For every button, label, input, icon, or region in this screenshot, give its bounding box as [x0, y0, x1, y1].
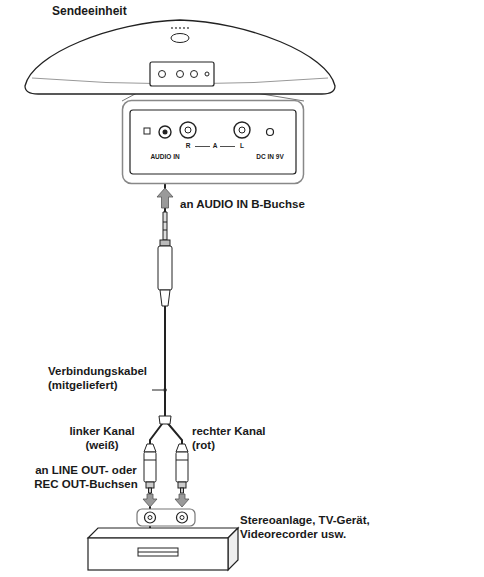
rca-jack: [234, 122, 250, 138]
rca-jack: [180, 122, 196, 138]
grille-dot: [179, 27, 181, 29]
jack-group-label: A: [210, 142, 220, 150]
device-front: [88, 538, 228, 570]
channel-label: L: [237, 142, 247, 150]
top-button: [171, 34, 189, 43]
dome-housing: [25, 20, 335, 94]
rca-relief: [144, 444, 156, 452]
rca-pin: [149, 488, 152, 493]
grille-dot: [175, 27, 177, 29]
panel-face: [130, 110, 296, 174]
insert-arrow: [175, 494, 189, 507]
connection-note: an AUDIO IN B-Buchse: [180, 197, 330, 211]
grille-dot: [187, 27, 189, 29]
plug-ring: [163, 222, 167, 223]
device-caption: Stereoanlage, TV-Gerät, Videorecorder us…: [240, 514, 372, 542]
insert-arrow: [157, 188, 173, 208]
device-slot: [138, 548, 178, 556]
rca-jack: [177, 512, 188, 523]
strain-relief: [160, 290, 170, 306]
rear-panel: [150, 62, 214, 86]
grille-dot: [183, 27, 185, 29]
insert-arrow: [143, 494, 157, 507]
rca-jack: [145, 512, 156, 523]
jack-panel: [137, 509, 195, 526]
unit-heading: Sendeeinheit: [52, 4, 162, 18]
rca-sleeve: [146, 482, 154, 488]
audio-source-device-outline: [88, 528, 240, 572]
mini-plug: [158, 212, 172, 306]
plug-body: [158, 246, 172, 290]
jack-panel-inset: AUDIO IN R A L DC IN 9V: [122, 100, 304, 184]
rca-jack-core: [148, 516, 152, 520]
panel-jack: [159, 71, 166, 78]
jack-label: AUDIO IN: [135, 153, 195, 161]
connection-note: an LINE OUT- oder REC OUT-Buchsen: [30, 463, 142, 492]
plug-ring: [163, 230, 167, 231]
cable-label: Verbindungskabel (mitgeliefert): [48, 364, 151, 393]
rca-jack-core: [185, 127, 191, 133]
grille-dot: [171, 27, 173, 29]
mini-jack: [159, 126, 171, 138]
channel-label: R: [183, 142, 193, 150]
device-top: [88, 528, 238, 538]
leader-dot: [163, 388, 167, 392]
mini-jack-core: [163, 130, 168, 135]
panel-jack: [191, 71, 198, 78]
group-line: [195, 146, 210, 147]
plug-collar: [160, 240, 170, 246]
power-jack-label: DC IN 9V: [245, 153, 295, 161]
plug-tip: [163, 212, 167, 240]
panel-jack: [177, 71, 184, 78]
rca-plug-right: [176, 452, 188, 482]
audio-source-device: Stereoanlage, TV-Gerät, Videorecorder us…: [88, 528, 240, 572]
device-side: [228, 528, 238, 570]
rca-pin: [181, 488, 184, 493]
rca-jack-core: [180, 516, 184, 520]
rca-sleeve: [178, 482, 186, 488]
rca-plug-left: [144, 452, 156, 482]
rca-relief: [176, 444, 188, 452]
dc-jack: [267, 129, 274, 136]
group-line: [220, 146, 235, 147]
leader-line: [152, 390, 163, 391]
mode-mark: [144, 128, 150, 134]
inset-frame: [123, 101, 304, 184]
channel-label: rechter Kanal (rot): [192, 424, 282, 453]
rca-jack-core: [239, 127, 245, 133]
y-splitter: [159, 416, 171, 424]
rca-grip: [144, 460, 156, 461]
channel-label: linker Kanal (weiß): [62, 424, 142, 453]
device-slot-line: [138, 552, 178, 553]
rca-plugs: [144, 444, 188, 493]
transmitter-unit: Sendeeinheit: [22, 4, 340, 96]
rca-grip: [176, 460, 188, 461]
panel-jack: [205, 72, 209, 76]
